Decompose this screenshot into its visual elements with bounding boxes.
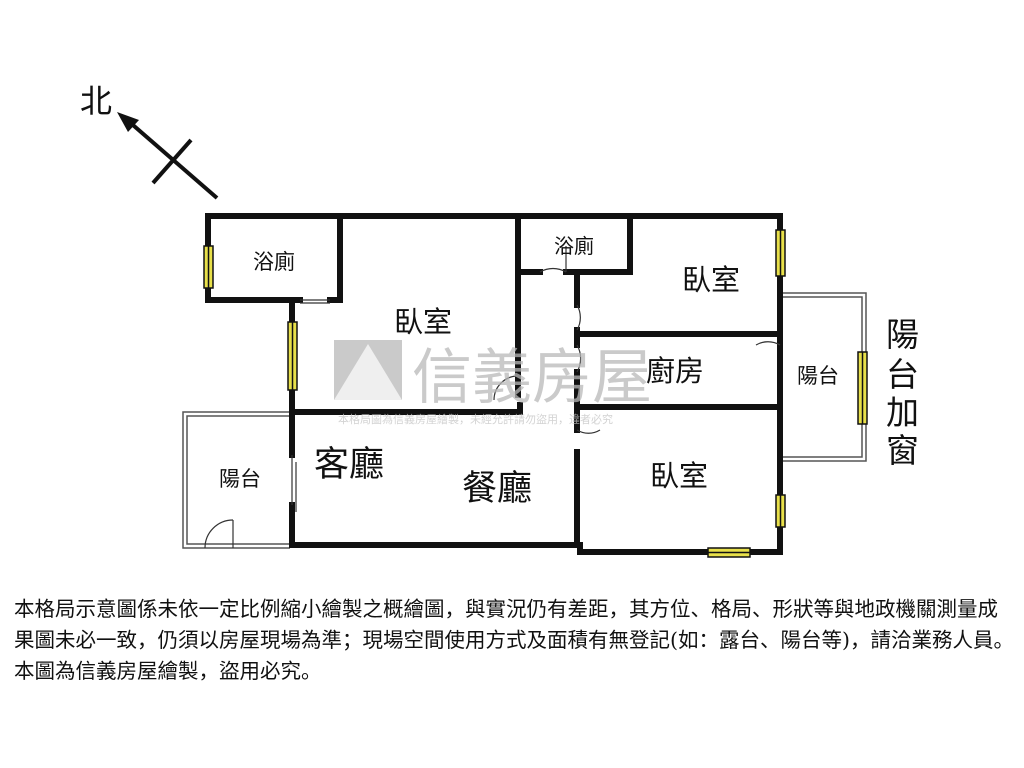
- watermark-brand: 信義房屋: [412, 343, 652, 413]
- north-label: 北: [80, 82, 112, 120]
- room-label-bedroom-main: 臥室: [394, 305, 452, 339]
- room-label-kitchen: 廚房: [646, 354, 704, 388]
- watermark-notice: 本格局圖為信義房屋繪製，未經允許請勿盜用，違者必究: [338, 412, 613, 426]
- svg-text:加: 加: [886, 393, 919, 432]
- room-label-balcony-east: 陽台: [797, 364, 839, 388]
- room-label-bath-small: 浴廁: [554, 234, 594, 258]
- doors: [204, 246, 781, 549]
- svg-text:窗: 窗: [886, 431, 919, 470]
- room-label-balcony-west: 陽台: [219, 467, 261, 491]
- room-label-bedroom-se: 臥室: [650, 459, 708, 493]
- side-label-balcony-window: 陽 台 加 窗: [886, 315, 919, 470]
- svg-text:台: 台: [886, 355, 919, 394]
- room-label-living: 客廳: [314, 445, 384, 485]
- north-compass: 北: [80, 82, 219, 200]
- west-balcony-outline: [182, 411, 290, 549]
- disclaimer-text: 本格局示意圖係未依一定比例縮小繪製之概繪圖，與實況仍有差距，其方位、格局、形狀等…: [14, 597, 1014, 683]
- floor-plan: 北: [80, 82, 919, 558]
- room-label-dining: 餐廳: [462, 469, 532, 509]
- watermark: 信義房屋 本格局圖為信義房屋繪製，未經允許請勿盜用，違者必究: [334, 340, 652, 426]
- room-label-bath-left: 浴廁: [253, 250, 295, 274]
- svg-text:陽: 陽: [886, 315, 919, 354]
- windows: [203, 229, 868, 558]
- room-label-bedroom-ne: 臥室: [682, 263, 740, 297]
